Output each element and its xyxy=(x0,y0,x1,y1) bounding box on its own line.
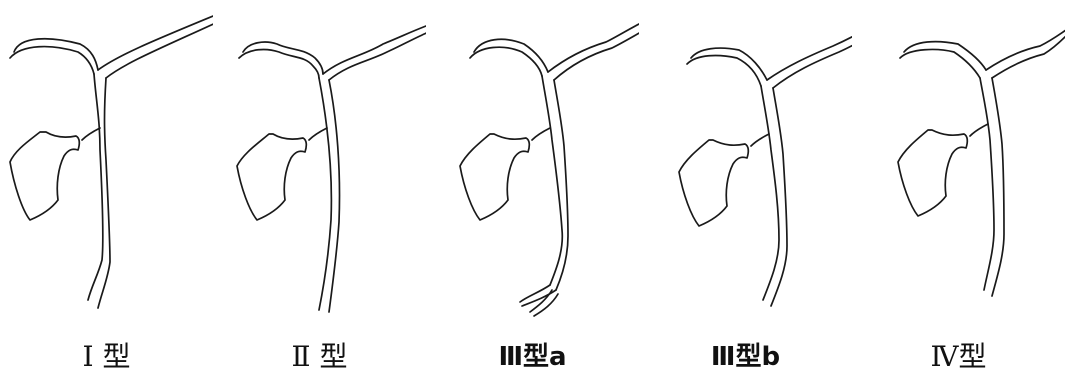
panel-type-3a: Ⅲ型a xyxy=(426,0,639,387)
label-type-3b: Ⅲ型b xyxy=(639,340,852,374)
panel-type-2: Ⅱ 型 xyxy=(213,0,426,387)
biliary-tree-type-2 xyxy=(213,0,426,387)
label-type-4: Ⅳ型 xyxy=(852,340,1065,374)
biliary-tree-type-3a xyxy=(426,0,639,387)
biliary-tree-type-3b xyxy=(639,0,852,387)
label-type-2: Ⅱ 型 xyxy=(213,340,426,374)
panel-type-1: Ⅰ 型 xyxy=(0,0,213,387)
label-type-1: Ⅰ 型 xyxy=(0,340,213,374)
label-type-3a: Ⅲ型a xyxy=(426,340,639,374)
biliary-tree-type-4 xyxy=(852,0,1065,387)
panel-type-4: Ⅳ型 xyxy=(852,0,1065,387)
biliary-tree-type-1 xyxy=(0,0,213,387)
panel-type-3b: Ⅲ型b xyxy=(639,0,852,387)
